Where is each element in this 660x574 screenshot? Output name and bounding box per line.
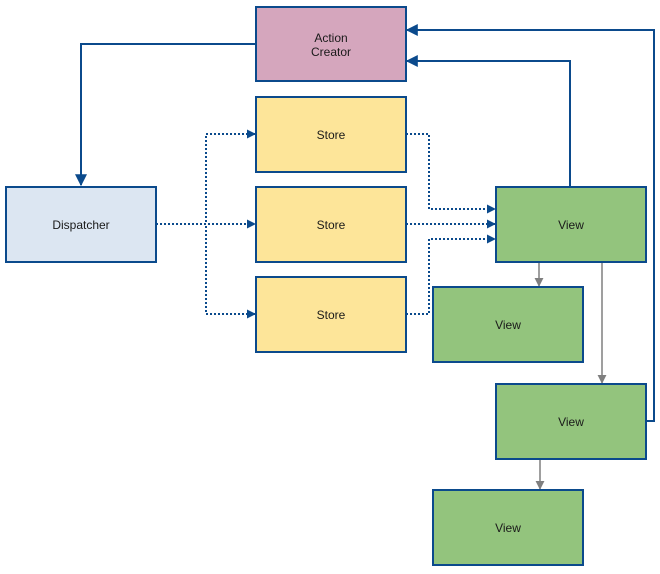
arrow-store-3-to-view <box>406 234 496 315</box>
view-main-label: View <box>558 218 584 232</box>
view-child-2-label: View <box>558 415 584 429</box>
dispatcher-node: Dispatcher <box>5 186 157 263</box>
store-node-2: Store <box>255 186 407 263</box>
store-node-3: Store <box>255 276 407 353</box>
arrow-view-to-action-creator <box>405 55 571 186</box>
arrow-action-creator-to-dispatcher <box>75 43 256 187</box>
arrow-view-child-2-to-action-creator <box>405 24 655 422</box>
view-node-grandchild: View <box>432 489 584 566</box>
view-node-child-2: View <box>495 383 647 460</box>
view-node-main: View <box>495 186 647 263</box>
arrow-dispatcher-to-store-1 <box>156 129 256 225</box>
store-3-label: Store <box>317 308 346 322</box>
dispatcher-label: Dispatcher <box>52 218 109 232</box>
arrow-dispatcher-to-store-3 <box>156 223 256 319</box>
view-grandchild-label: View <box>495 521 521 535</box>
view-node-child-1: View <box>432 286 584 363</box>
action-creator-label-line-1: Action <box>314 31 347 45</box>
store-node-1: Store <box>255 96 407 173</box>
action-creator-label-line-2: Creator <box>311 45 351 59</box>
store-2-label: Store <box>317 218 346 232</box>
store-1-label: Store <box>317 128 346 142</box>
action-creator-node: Action Creator <box>255 6 407 82</box>
arrow-store-1-to-view <box>406 133 496 214</box>
view-child-1-label: View <box>495 318 521 332</box>
